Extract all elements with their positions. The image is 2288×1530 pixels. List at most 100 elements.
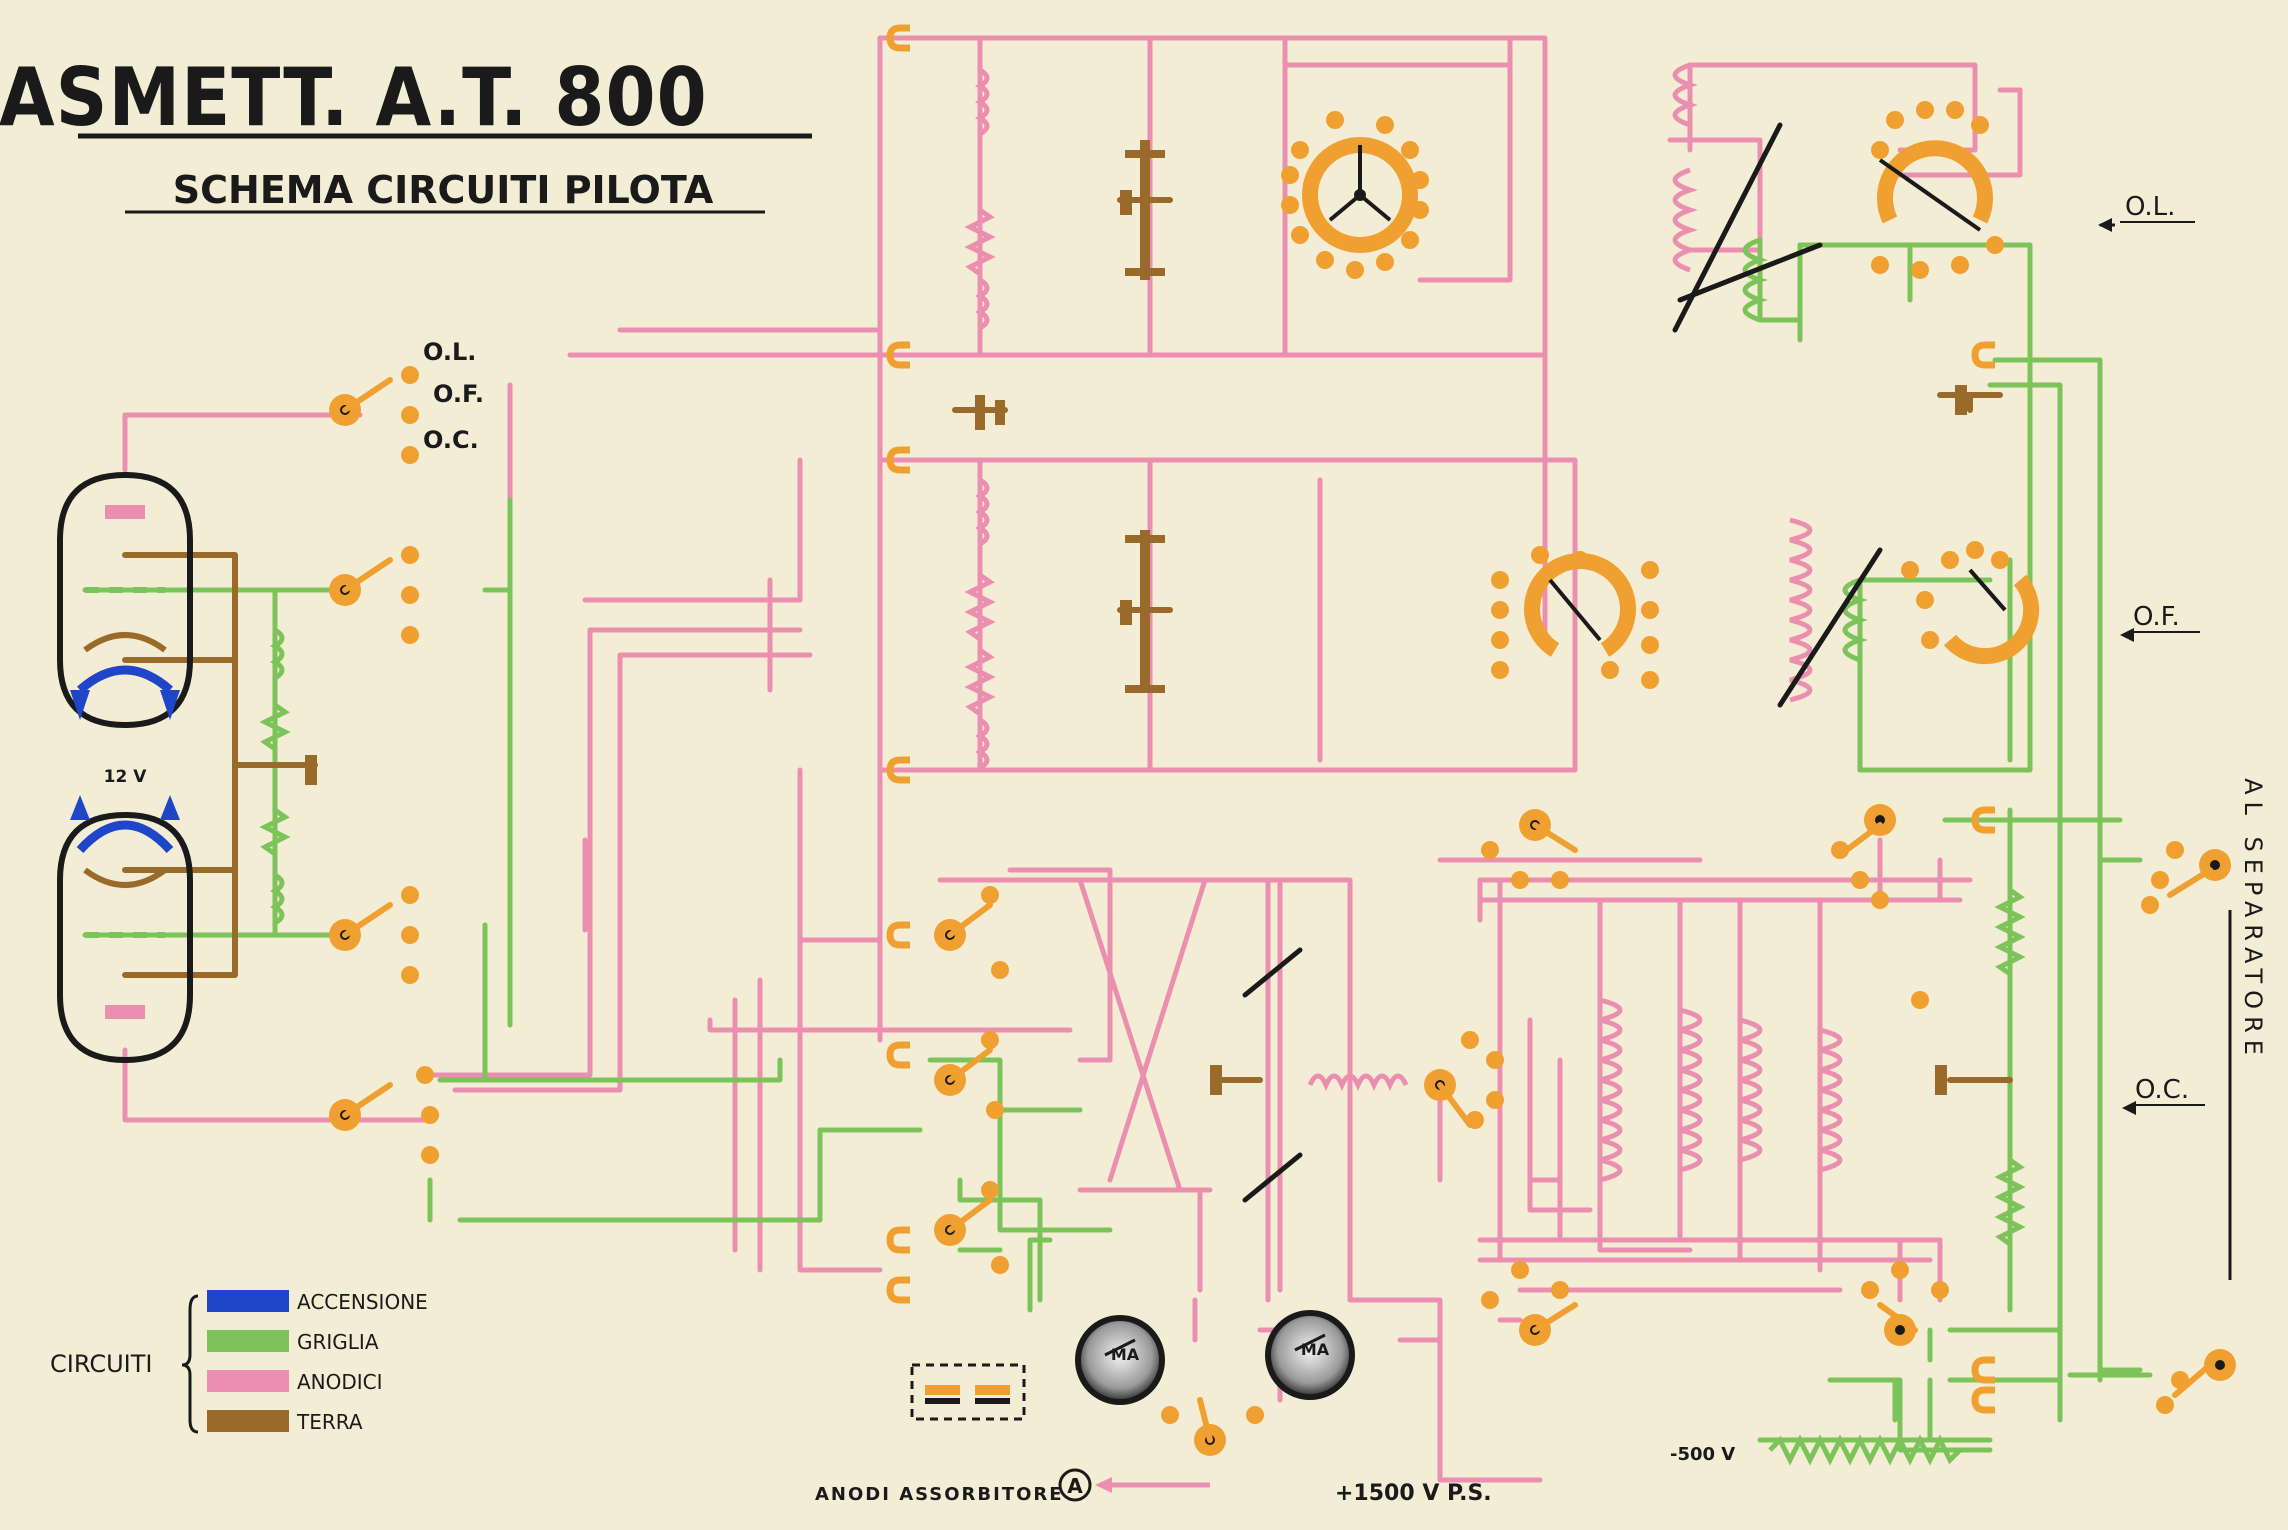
socket-terminal bbox=[886, 1226, 910, 1254]
switch-contact bbox=[2141, 896, 2159, 914]
switch-contact bbox=[421, 1146, 439, 1164]
legend-heading: CIRCUITI bbox=[50, 1350, 152, 1378]
socket-terminal bbox=[1971, 806, 1995, 834]
switch-contact bbox=[1871, 141, 1889, 159]
switch-pivot-center bbox=[1875, 815, 1885, 825]
output-labels: O.L. O.F. O.C. bbox=[2098, 192, 2205, 1115]
legend-label: ACCENSIONE bbox=[297, 1290, 428, 1314]
terra-symbols bbox=[305, 140, 1967, 1095]
anodi-symbol: A bbox=[1067, 1474, 1083, 1498]
supply-label: +1500 V P.S. bbox=[1335, 1481, 1492, 1506]
switch-contact bbox=[1911, 991, 1929, 1009]
switch-contact bbox=[1941, 551, 1959, 569]
switch-contact bbox=[1491, 601, 1509, 619]
switch-pivot-center bbox=[1895, 1325, 1905, 1335]
switch-pivot-center bbox=[2215, 1360, 2225, 1370]
legend-swatch bbox=[207, 1410, 289, 1432]
switch-contact bbox=[2166, 841, 2184, 859]
switch-contact bbox=[1641, 601, 1659, 619]
milliammeter-right: MA bbox=[1265, 1310, 1355, 1400]
rotary-switch-mid-right bbox=[1943, 568, 2040, 665]
switch-contact bbox=[1966, 541, 1984, 559]
switch-contact bbox=[1316, 251, 1334, 269]
capacitor-box bbox=[910, 1363, 1026, 1421]
switch-contact bbox=[1931, 1281, 1949, 1299]
switch-contact bbox=[401, 366, 419, 384]
al-separatore-text: AL SEPARATORE bbox=[2239, 778, 2267, 1062]
switch-contact bbox=[1461, 1031, 1479, 1049]
switch-contact bbox=[1641, 671, 1659, 689]
switch-contact bbox=[1601, 661, 1619, 679]
switch-contact bbox=[1411, 201, 1429, 219]
legend-swatch bbox=[207, 1330, 289, 1352]
switch-contact bbox=[1916, 101, 1934, 119]
switch-contact bbox=[1571, 551, 1589, 569]
switch-contact bbox=[1986, 236, 2004, 254]
switch-contact bbox=[2156, 1396, 2174, 1414]
vacuum-tube-upper bbox=[57, 471, 193, 729]
legend-swatch bbox=[207, 1290, 289, 1312]
switch-contact bbox=[981, 1031, 999, 1049]
socket-terminal bbox=[886, 341, 910, 369]
meter-left-label: MA bbox=[1111, 1345, 1140, 1364]
switch-contact bbox=[1491, 661, 1509, 679]
switch-contact bbox=[401, 626, 419, 644]
output-label-ol: O.L. bbox=[2125, 192, 2175, 222]
meter-right-label: MA bbox=[1301, 1340, 1330, 1359]
switch-contact bbox=[1921, 631, 1939, 649]
coils bbox=[259, 62, 2026, 1466]
output-label-oc: O.C. bbox=[2135, 1075, 2189, 1105]
switch-contact bbox=[1641, 561, 1659, 579]
milliammeter-left: MA bbox=[1075, 1315, 1165, 1405]
switch-contact bbox=[1481, 841, 1499, 859]
switch-contact bbox=[981, 1181, 999, 1199]
socket-terminal bbox=[1971, 1356, 1995, 1384]
legend-label: ANODICI bbox=[297, 1370, 383, 1394]
legend-label: TERRA bbox=[296, 1410, 363, 1434]
switch-pivot-center bbox=[2210, 860, 2220, 870]
vacuum-tube-lower bbox=[57, 795, 193, 1064]
switch-contact bbox=[401, 966, 419, 984]
bottom-labels: ANODI ASSORBITORE A +1500 V P.S. -500 V bbox=[815, 1444, 1735, 1506]
switch-contact bbox=[1861, 1281, 1879, 1299]
switch-contact bbox=[1946, 101, 1964, 119]
switch-contact bbox=[1491, 631, 1509, 649]
switch-contact bbox=[1886, 111, 1904, 129]
page-title: TRASMETT. A.T. 800 bbox=[0, 51, 708, 144]
switch-contact bbox=[981, 886, 999, 904]
switch-contact bbox=[1161, 1406, 1179, 1424]
switch-contact bbox=[1871, 256, 1889, 274]
switch-contact bbox=[401, 446, 419, 464]
switch-contact bbox=[1486, 1051, 1504, 1069]
switch-label-ol: O.L. bbox=[423, 338, 476, 366]
switch-contact bbox=[991, 961, 1009, 979]
switch-label-oc: O.C. bbox=[423, 426, 479, 454]
switch-contact bbox=[401, 586, 419, 604]
switch-contact bbox=[991, 1256, 1009, 1274]
rotary-switch-top bbox=[1302, 137, 1418, 253]
switch-contact bbox=[1916, 591, 1934, 609]
switch-contact bbox=[401, 546, 419, 564]
switch-contact bbox=[1531, 546, 1549, 564]
socket-terminal bbox=[886, 921, 910, 949]
switch-contact bbox=[1911, 261, 1929, 279]
socket-terminal bbox=[1971, 341, 1995, 369]
switch-contact bbox=[1511, 1261, 1529, 1279]
page-subtitle: SCHEMA CIRCUITI PILOTA bbox=[173, 168, 714, 212]
griglia-wires bbox=[82, 237, 2153, 1453]
switch-contact bbox=[1401, 141, 1419, 159]
legend-swatch bbox=[207, 1370, 289, 1392]
switch-contact bbox=[1641, 636, 1659, 654]
switch-contact bbox=[1851, 871, 1869, 889]
header: TRASMETT. A.T. 800 SCHEMA CIRCUITI PILOT… bbox=[0, 51, 812, 214]
switch-contact bbox=[1951, 256, 1969, 274]
switch-contact bbox=[1871, 891, 1889, 909]
switch-contact bbox=[416, 1066, 434, 1084]
switch-contact bbox=[1376, 116, 1394, 134]
switch-contact bbox=[1551, 1281, 1569, 1299]
variable-arrows bbox=[1242, 122, 1883, 1203]
switch-contact bbox=[1281, 166, 1299, 184]
